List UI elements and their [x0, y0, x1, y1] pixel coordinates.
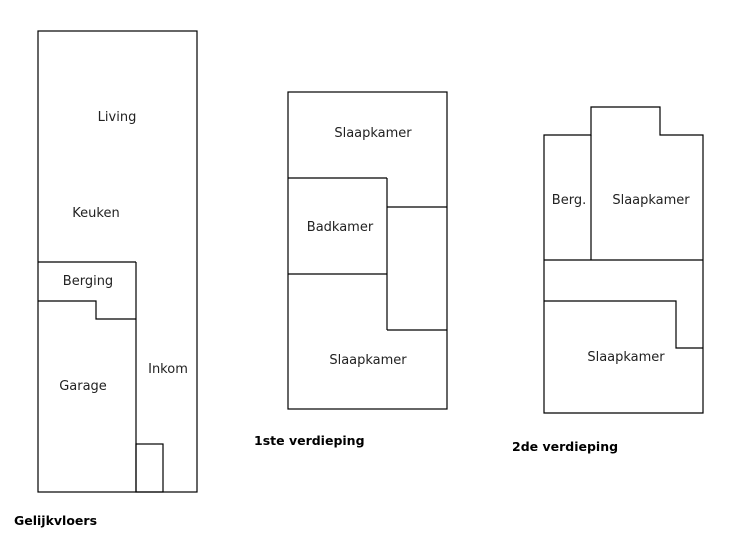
floor-caption-second: 2de verdieping	[512, 439, 618, 454]
room-label-slaapkamer-top: Slaapkamer	[612, 193, 690, 208]
first-floor-plan: Slaapkamer Badkamer Slaapkamer 1ste verd…	[254, 91, 448, 448]
room-label-living: Living	[98, 110, 137, 125]
room-label-slaapkamer-top: Slaapkamer	[334, 126, 412, 141]
room-label-berg: Berg.	[552, 193, 586, 208]
second-floor-plan: Berg. Slaapkamer Slaapkamer 2de verdiepi…	[512, 106, 704, 454]
floor-caption-first: 1ste verdieping	[254, 433, 365, 448]
wall-landing-bottom	[544, 300, 703, 349]
room-label-slaapkamer-bottom: Slaapkamer	[329, 353, 407, 368]
room-label-berging: Berging	[63, 274, 113, 289]
room-label-garage: Garage	[59, 379, 107, 394]
second-floor-outline	[543, 106, 704, 414]
room-label-badkamer: Badkamer	[307, 220, 374, 235]
room-label-inkom: Inkom	[148, 362, 188, 377]
ground-floor-plan: Living Keuken Berging Garage Inkom Gelij…	[14, 30, 198, 528]
floor-caption-ground: Gelijkvloers	[14, 513, 97, 528]
closet-inkom	[135, 443, 164, 493]
room-label-keuken: Keuken	[72, 206, 119, 221]
room-label-slaapkamer-bottom: Slaapkamer	[587, 350, 665, 365]
wall-berging-garage	[38, 300, 136, 320]
first-floor-outline	[287, 91, 448, 410]
